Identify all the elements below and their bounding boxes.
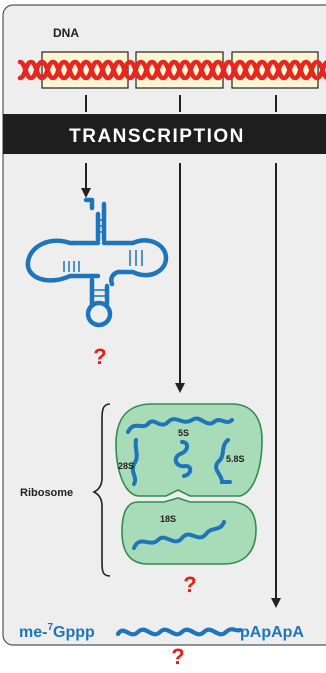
ribosome-label: Ribosome [20,487,73,499]
dna-label: DNA [53,26,79,40]
transcription-label: TRANSCRIPTION [69,126,245,147]
rrna-5s-label: 5S [178,428,189,438]
trna-question-mark: ? [93,344,106,369]
rrna-58s-label: 5.8S [226,454,245,464]
mrna-tail-label: pApApA [240,624,304,641]
mrna-question-mark: ? [171,644,184,669]
mrna-cap-prefix: me- [19,624,47,641]
mrna-cap-suffix: Gppp [53,624,95,641]
rrna-18s-label: 18S [160,514,176,524]
rrna-28s-label: 28S [118,461,134,471]
mrna-cap-label: me-7Gppp [19,622,95,641]
ribosome-small-subunit [122,498,256,564]
ribosome-question-mark: ? [183,572,196,597]
